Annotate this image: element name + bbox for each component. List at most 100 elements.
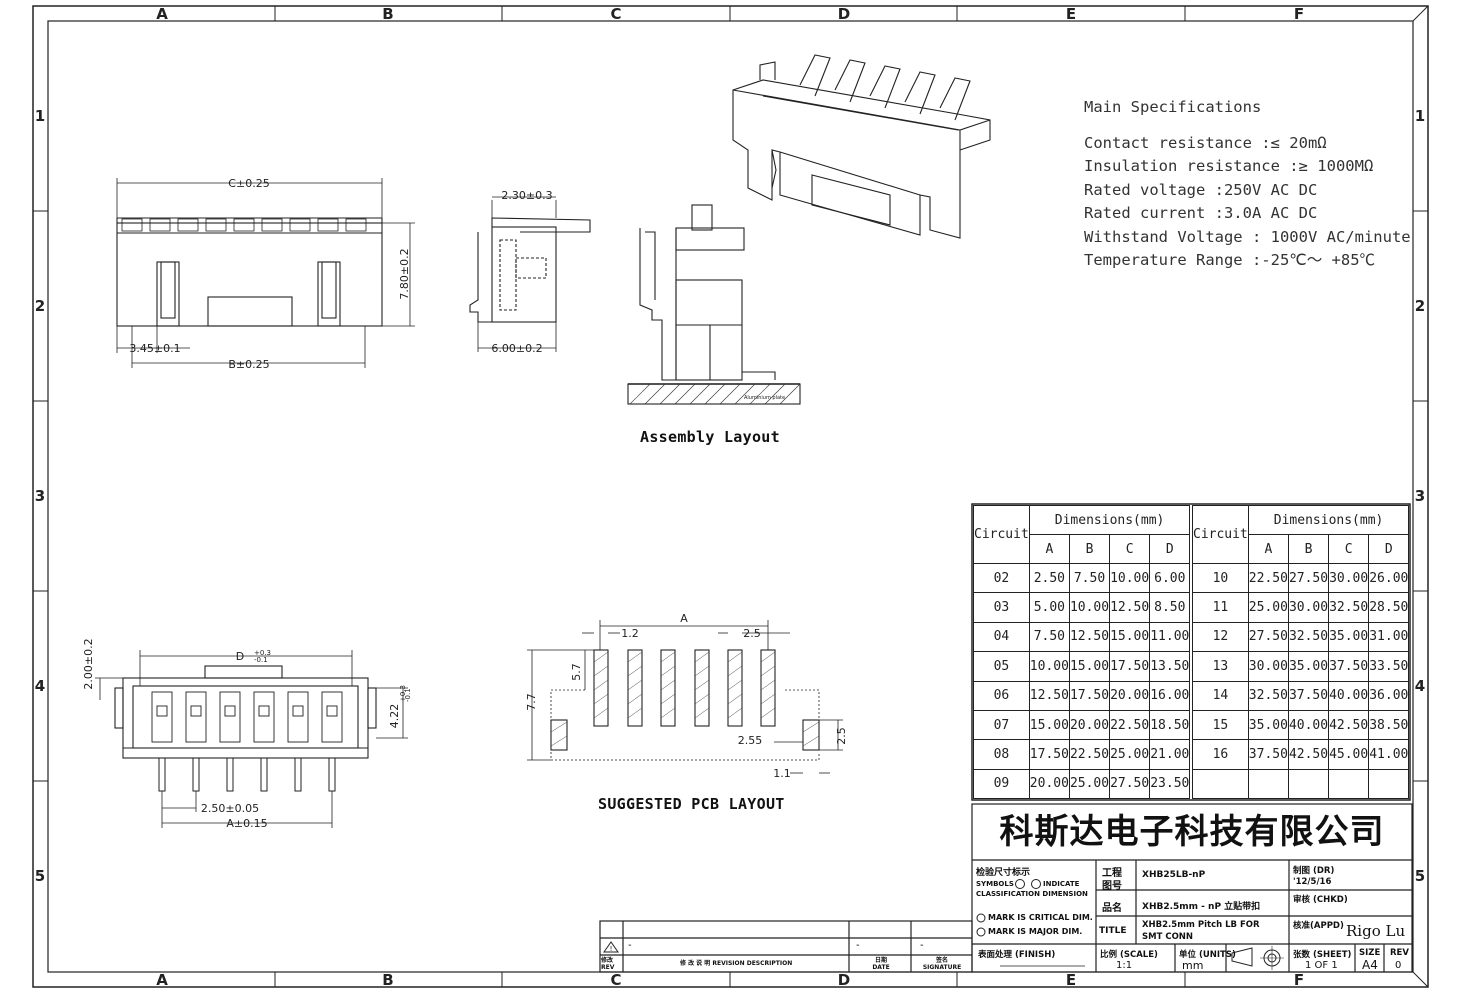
rev-col-date: 日期 DATE bbox=[872, 957, 890, 971]
row-label-2: 2 bbox=[35, 297, 45, 315]
dimension-cell: 36.00 bbox=[1368, 680, 1410, 711]
critical-mark-text: MARK IS CRITICAL DIM. bbox=[988, 913, 1093, 922]
dimension-cell: 20.00 bbox=[1068, 709, 1111, 741]
spec-contact-resistance: Contact resistance :≤ 20mΩ bbox=[1084, 133, 1327, 152]
symbols-line1: SYMBOLS bbox=[976, 880, 1014, 888]
spec-rated-current: Rated current :3.0A AC DC bbox=[1084, 204, 1318, 222]
dim-4-22-tol-minus: -0.1 bbox=[404, 688, 412, 702]
units-value: mm bbox=[1182, 959, 1204, 972]
dimension-cell: 31.00 bbox=[1368, 621, 1410, 653]
title-value-1: XHB2.5mm Pitch LB FOR bbox=[1142, 920, 1260, 930]
dim-2-00: 2.00±0.2 bbox=[82, 638, 95, 689]
drawing-no-label-1: 工程 bbox=[1102, 868, 1122, 879]
dimension-cell: 27.50 bbox=[1109, 768, 1151, 800]
symbols-line1b: INDICATE bbox=[1043, 880, 1080, 888]
pcb-dim-7-7: 7.7 bbox=[525, 693, 538, 711]
checked-label: 审核 (CHKD) bbox=[1293, 895, 1348, 905]
al-plate-label: Aluminium plate bbox=[744, 395, 785, 401]
dimension-cell: 30.00 bbox=[1287, 592, 1330, 623]
circuit-cell: 10 bbox=[1192, 562, 1249, 594]
specs-heading: Main Specifications bbox=[1084, 98, 1262, 116]
rev-mark-description: - bbox=[628, 940, 632, 951]
dimension-cell: 17.50 bbox=[1109, 651, 1151, 682]
circuit-cell: 13 bbox=[1192, 651, 1249, 682]
scale-label: 比例 (SCALE) bbox=[1100, 950, 1158, 960]
dimension-cell: 12.50 bbox=[1109, 592, 1151, 623]
row-label-5: 5 bbox=[35, 867, 45, 885]
dimension-cell: 30.00 bbox=[1328, 562, 1370, 594]
dim-3-45: 3.45±0.1 bbox=[129, 342, 180, 355]
dimension-cell: 12.50 bbox=[1028, 680, 1070, 711]
circuit-cell: 12 bbox=[1192, 621, 1249, 653]
major-mark-text: MARK IS MAJOR DIM. bbox=[988, 927, 1083, 936]
dimension-cell: 41.00 bbox=[1368, 739, 1410, 770]
rev-col-description: 修 改 说 明 REVISION DESCRIPTION bbox=[680, 960, 793, 967]
dimension-cell: 35.00 bbox=[1247, 709, 1289, 741]
dimension-cell: 12.50 bbox=[1068, 621, 1111, 653]
pcb-dim-5-7: 5.7 bbox=[570, 663, 583, 681]
rev-mark-signature: - bbox=[920, 940, 924, 951]
dimension-cell: 33.50 bbox=[1368, 651, 1410, 682]
dimension-cell: 10.00 bbox=[1068, 592, 1111, 623]
dimension-cell: 16.00 bbox=[1149, 680, 1191, 711]
rev-value: 0 bbox=[1395, 960, 1402, 971]
dimension-cell: 15.00 bbox=[1028, 709, 1070, 741]
dimension-cell: 20.00 bbox=[1028, 768, 1070, 800]
table-row bbox=[1192, 768, 1410, 800]
circuit-cell bbox=[1192, 768, 1249, 800]
pcb-dim-2-5b: 2.5 bbox=[835, 727, 848, 745]
dim-d: D bbox=[236, 650, 244, 663]
name-value: XHB2.5mm - nP 立贴带扣 bbox=[1142, 902, 1261, 912]
title-block-frame bbox=[599, 803, 1413, 973]
spec-withstand-voltage: Withstand Voltage : 1000V AC/minute bbox=[1084, 227, 1411, 246]
col-label-c: C bbox=[610, 5, 621, 23]
circuit-cell: 15 bbox=[1192, 709, 1249, 741]
circuit-cell: 11 bbox=[1192, 592, 1249, 623]
dim-a-front: A±0.15 bbox=[226, 817, 267, 830]
col-label-e-bottom: E bbox=[1066, 971, 1076, 989]
dimension-cell: 22.50 bbox=[1247, 562, 1289, 594]
col-label-f-bottom: F bbox=[1294, 971, 1304, 989]
units-label: 单位 (UNITS) bbox=[1179, 950, 1236, 960]
col-label-c-bottom: C bbox=[610, 971, 621, 989]
major-mark-icon bbox=[976, 927, 986, 937]
dimension-cell: 18.50 bbox=[1149, 709, 1191, 741]
dimension-cell: 5.00 bbox=[1028, 592, 1070, 623]
pcb-dim-1-1: 1.1 bbox=[773, 767, 791, 780]
dimension-cell: 6.00 bbox=[1149, 562, 1191, 594]
dimension-cell: 22.50 bbox=[1109, 709, 1151, 741]
assembly-view bbox=[627, 204, 801, 405]
dimension-cell: 10.00 bbox=[1028, 651, 1070, 682]
dimension-cell bbox=[1247, 768, 1289, 800]
col-a-header: A bbox=[1028, 534, 1070, 564]
drawn-date: '12/5/16 bbox=[1293, 877, 1332, 887]
col-label-d-bottom: D bbox=[838, 971, 850, 989]
dimension-cell: 42.50 bbox=[1287, 739, 1330, 770]
pcb-caption: SUGGESTED PCB LAYOUT bbox=[598, 795, 785, 813]
dimension-cell: 25.00 bbox=[1068, 768, 1111, 800]
dimension-cell: 42.50 bbox=[1328, 709, 1370, 741]
circuit-cell: 09 bbox=[973, 768, 1030, 800]
col-label-d: D bbox=[838, 5, 850, 23]
sheet-value: 1 OF 1 bbox=[1305, 960, 1338, 971]
circuit-cell: 04 bbox=[973, 621, 1030, 653]
pcb-layout bbox=[527, 620, 843, 774]
projection-cone-icon bbox=[1231, 947, 1253, 967]
pcb-pad-hatch bbox=[550, 651, 820, 747]
row-label-4-right: 4 bbox=[1415, 677, 1425, 695]
col-label-b-bottom: B bbox=[382, 971, 393, 989]
dimension-cell: 15.00 bbox=[1109, 621, 1151, 653]
dimension-cell: 40.00 bbox=[1287, 709, 1330, 741]
dimension-cell: 15.00 bbox=[1068, 651, 1111, 682]
circuit-cell: 16 bbox=[1192, 739, 1249, 770]
col-d-header: D bbox=[1149, 534, 1191, 564]
dimensions-header: Dimensions(mm) bbox=[1028, 505, 1191, 535]
circuit-cell: 06 bbox=[973, 680, 1030, 711]
dimension-cell: 17.50 bbox=[1068, 680, 1111, 711]
